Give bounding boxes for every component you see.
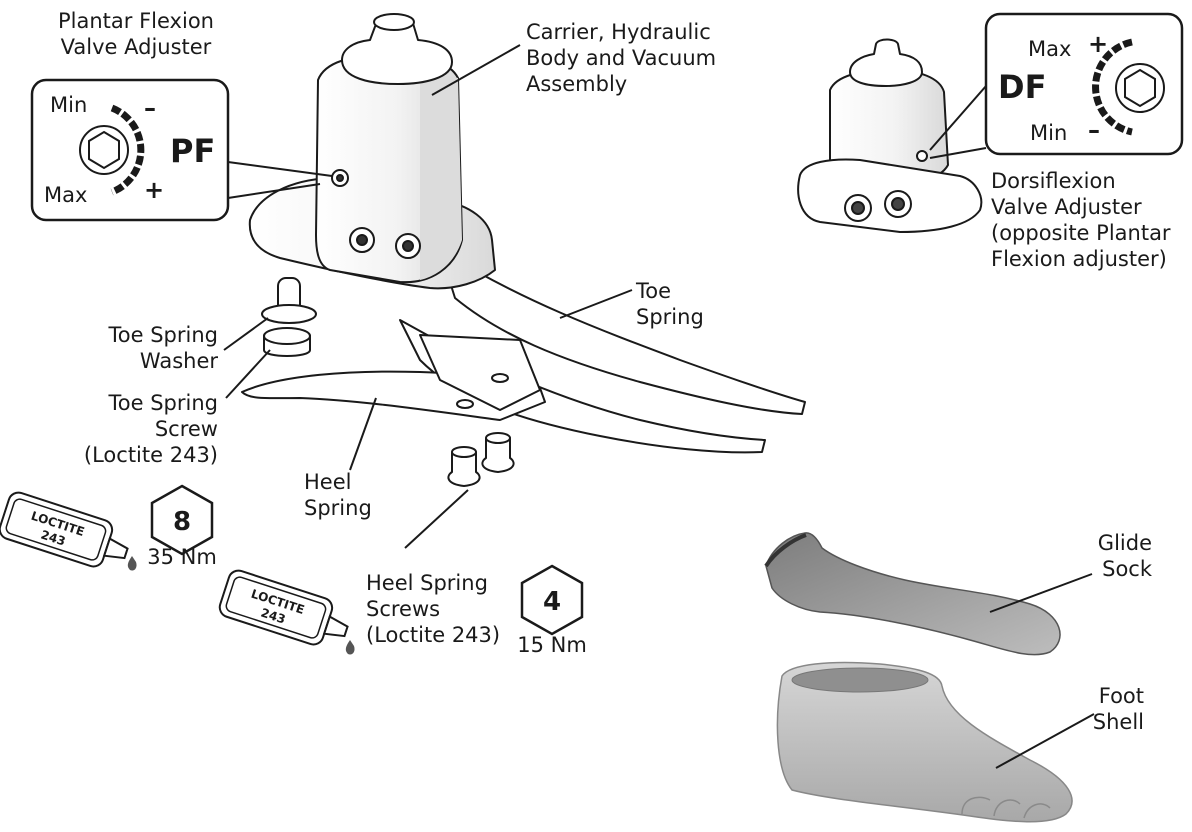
base-plate-screw [356,234,368,246]
carrier-body-shade [420,70,462,280]
leader-pf-adjuster-2 [227,183,321,199]
leader-heel-screws [404,489,469,549]
leader-toe-spring [559,289,633,319]
heel-spring-hole [491,373,509,383]
df-dial-callout: Max Min + – DF [929,12,1184,159]
label-glide-sock: Glide Sock [1097,531,1152,581]
loctite-drop-icon [127,556,137,571]
glide-sock-shape [765,532,1061,656]
label-foot-shell: Foot Shell [1092,684,1144,734]
loctite-drop-icon [345,640,355,655]
toe-spring-washer-shape [261,304,317,324]
toe-spring-shape [439,249,806,415]
foot-shell-shape [776,661,1073,823]
label-carrier-assembly: Carrier, Hydraulic Body and Vacuum Assem… [526,20,717,96]
torque-value: 15 Nm [517,633,587,657]
loctite-bottle-icon: LOCTITE 243 [0,491,129,568]
df-hex-screw-icon [1115,63,1165,113]
heel-spring-screw-shape [447,451,481,487]
heel-screw-torque-group: LOCTITE 243 4 15 Nm [218,564,587,657]
pf-dial-max: Max [44,183,87,207]
label-toe-spring-washer: Toe Spring Washer [108,323,218,373]
label-toe-spring-screw: Toe Spring Screw (Loctite 243) [83,391,218,467]
df-callout-box [984,12,1184,156]
hex-key-icon [520,564,584,636]
pyramid-adapter-top [373,13,415,31]
pf-dial-plus: + [144,176,164,204]
hex-key-size: 4 [543,587,561,617]
df-pyramid [849,38,923,87]
loctite-bottle-icon: LOCTITE 243 [218,569,349,646]
df-inset-drawing [797,38,983,233]
label-heel-spring: Heel Spring [304,470,372,520]
leader-toe-screw [225,349,271,399]
toe-screw-torque-group: LOCTITE 243 8 35 Nm [0,484,217,571]
df-dial-minus: – [1088,116,1100,144]
label-dorsiflexion-adjuster: Dorsiflexion Valve Adjuster (opposite Pl… [991,169,1171,271]
pf-dial-code: PF [170,132,215,170]
pf-dial-minus: – [144,94,156,122]
leader-pf-adjuster [227,161,333,177]
leader-foot-shell [995,713,1095,769]
df-dial-max: Max [1028,37,1071,61]
pf-hex-screw-icon [79,125,129,175]
hex-key-size: 8 [173,507,191,537]
hex-key-icon [150,484,214,556]
heel-spring-block [419,334,541,411]
df-dial-arc [1092,38,1133,136]
foot-shell-opening [791,667,929,693]
pf-dial-callout: Min Max – + PF [30,78,230,222]
foot-shell-drawing [776,661,1095,823]
pf-dial-min: Min [50,93,87,117]
df-dial-code: DF [998,68,1046,106]
label-heel-spring-screws: Heel Spring Screws (Loctite 243) [366,571,501,647]
label-toe-spring: Toe Spring [636,279,704,329]
df-dial-plus: + [1088,30,1108,58]
leader-lines [223,44,633,549]
heel-spring-hole [456,399,474,409]
df-dial-min: Min [1030,121,1067,145]
leader-carrier [431,44,521,96]
pyramid-adapter [341,14,453,85]
torque-value: 35 Nm [147,545,217,569]
pf-valve-screw [336,174,344,182]
leader-heel-spring [349,397,377,471]
foot-assembly-drawing [241,13,806,487]
df-valve-screw [916,150,928,162]
pf-dial-arc [110,104,145,196]
leader-toe-washer [223,317,269,351]
leader-glide-sock [989,573,1093,613]
label-plantar-flexion-adjuster: Plantar Flexion Valve Adjuster [58,9,214,59]
pf-callout-box [30,78,230,222]
base-plate-screw [402,240,414,252]
heel-spring-screw-shape [481,437,515,473]
glide-sock-drawing [764,532,1093,656]
